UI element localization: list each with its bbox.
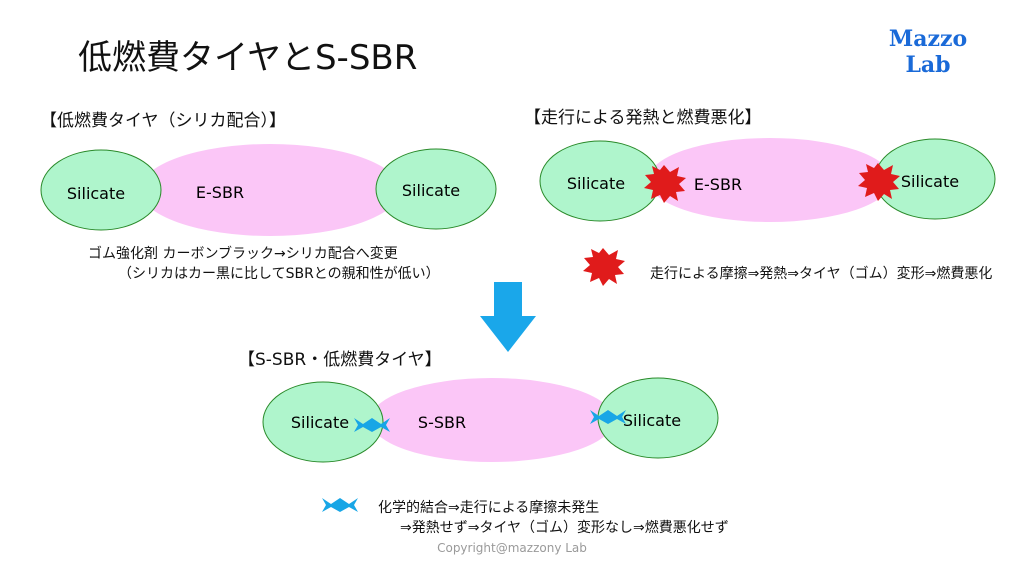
- page-title: 低燃費タイヤとS-SBR: [78, 38, 418, 78]
- rubber-label: S-SBR: [418, 413, 466, 432]
- panel-heading-silica: 【低燃費タイヤ（シリカ配合）】: [40, 111, 286, 131]
- silica-note-line-1: ゴム強化剤 カーボンブラック→シリカ配合へ変更: [88, 246, 398, 262]
- silicate-ellipse-right: [375, 148, 497, 230]
- silicate-label: Silicate: [291, 413, 349, 432]
- silicate-ellipse-left: [262, 381, 384, 463]
- copyright-text: Copyright@mazzony Lab: [437, 541, 587, 555]
- silicate-label: Silicate: [623, 411, 681, 430]
- chemical-bond-icon: [354, 418, 390, 432]
- panel-heading-s-sbr: 【S-SBR・低燃費タイヤ】: [238, 350, 442, 370]
- chemical-bond-legend-icon: [322, 498, 358, 512]
- logo-line-2: Lab: [905, 52, 951, 78]
- bond-legend-line-1: 化学的結合⇒走行による摩擦未発生: [378, 500, 600, 516]
- chemical-bond-icon: [590, 410, 626, 424]
- friction-burst-icon: [858, 163, 900, 201]
- silicate-label: Silicate: [901, 172, 959, 191]
- silicate-ellipse-left: [40, 149, 162, 231]
- bond-legend-line-2: ⇒発熱せず⇒タイヤ（ゴム）変形なし⇒燃費悪化せず: [400, 520, 729, 536]
- silicate-label: Silicate: [67, 184, 125, 203]
- rubber-label: E-SBR: [694, 175, 742, 194]
- rubber-ellipse-e-sbr: [648, 138, 892, 222]
- friction-burst-legend-icon: [583, 248, 625, 286]
- panel-heading-friction: 【走行による発熱と燃費悪化】: [524, 108, 762, 128]
- friction-burst-icon: [644, 165, 686, 203]
- rubber-ellipse-s-sbr: [370, 378, 614, 462]
- rubber-ellipse-e-sbr: [140, 144, 400, 236]
- rubber-label: E-SBR: [196, 183, 244, 202]
- down-arrow-icon: [480, 282, 536, 352]
- silicate-label: Silicate: [567, 174, 625, 193]
- silica-note-line-2: （シリカはカー黒に比してSBRとの親和性が低い）: [118, 266, 440, 282]
- mazzo-lab-logo: Mazzo Lab: [868, 26, 988, 78]
- logo-line-1: Mazzo: [888, 26, 968, 52]
- silicate-label: Silicate: [402, 181, 460, 200]
- friction-legend-text: 走行による摩擦⇒発熱⇒タイヤ（ゴム）変形⇒燃費悪化: [650, 266, 993, 282]
